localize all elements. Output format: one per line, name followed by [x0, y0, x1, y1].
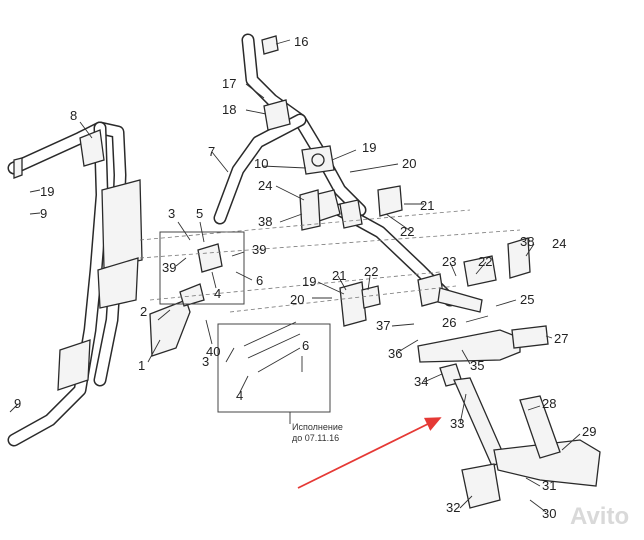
callout-35: 35 — [470, 358, 484, 373]
detail-insets — [139, 209, 521, 424]
leader-lines — [9, 39, 581, 513]
pointer-arrow — [297, 417, 442, 489]
callout-20: 20 — [290, 292, 304, 307]
callout-19: 19 — [40, 184, 54, 199]
callout-6: 6 — [256, 273, 263, 288]
callout-26: 26 — [442, 315, 456, 330]
callout-10: 10 — [254, 156, 268, 171]
callout-27: 27 — [554, 331, 568, 346]
callout-19: 19 — [302, 274, 316, 289]
callout-23: 23 — [442, 254, 456, 269]
callout-16: 16 — [294, 34, 308, 49]
callout-6: 6 — [302, 338, 309, 353]
callout-20: 20 — [402, 156, 416, 171]
callout-22: 22 — [478, 254, 492, 269]
callout-9: 9 — [14, 396, 21, 411]
steering-shaft — [299, 185, 531, 327]
callout-9: 9 — [40, 206, 47, 221]
callout-labels: 8 19 9 9 16 17 18 7 10 19 20 24 21 38 22… — [14, 34, 596, 521]
callout-8: 8 — [70, 108, 77, 123]
callout-28: 28 — [542, 396, 556, 411]
callout-36: 36 — [388, 346, 402, 361]
callout-3: 3 — [202, 354, 209, 369]
handlebar-assembly — [213, 33, 367, 225]
steering-column — [149, 243, 601, 509]
callout-37: 37 — [376, 318, 390, 333]
callout-39: 39 — [162, 260, 176, 275]
callout-21: 21 — [332, 268, 346, 283]
callout-5: 5 — [196, 206, 203, 221]
callout-32: 32 — [446, 500, 460, 515]
callout-40: 40 — [206, 344, 220, 359]
callout-24: 24 — [258, 178, 272, 193]
callout-17: 17 — [222, 76, 236, 91]
callout-29: 29 — [582, 424, 596, 439]
callout-22: 22 — [400, 224, 414, 239]
frame-assembly — [7, 121, 143, 447]
callout-25: 25 — [520, 292, 534, 307]
callout-4: 4 — [236, 388, 243, 403]
callout-30: 30 — [542, 506, 556, 521]
callout-33: 33 — [450, 416, 464, 431]
callout-7: 7 — [208, 144, 215, 159]
callout-4: 4 — [214, 286, 221, 301]
callout-3: 3 — [168, 206, 175, 221]
callout-1: 1 — [138, 358, 145, 373]
callout-39: 39 — [252, 242, 266, 257]
watermark-avito: Avito — [570, 503, 629, 530]
callout-18: 18 — [222, 102, 236, 117]
revision-note-line1: Исполнение — [292, 422, 343, 432]
callout-2: 2 — [140, 304, 147, 319]
callout-19: 19 — [362, 140, 376, 155]
callout-34: 34 — [414, 374, 428, 389]
callout-38: 38 — [258, 214, 272, 229]
callout-21: 21 — [420, 198, 434, 213]
callout-38: 38 — [520, 234, 534, 249]
callout-31: 31 — [542, 478, 556, 493]
revision-note-line2: до 07.11.16 — [292, 433, 339, 443]
callout-24: 24 — [552, 236, 566, 251]
callout-22: 22 — [364, 264, 378, 279]
